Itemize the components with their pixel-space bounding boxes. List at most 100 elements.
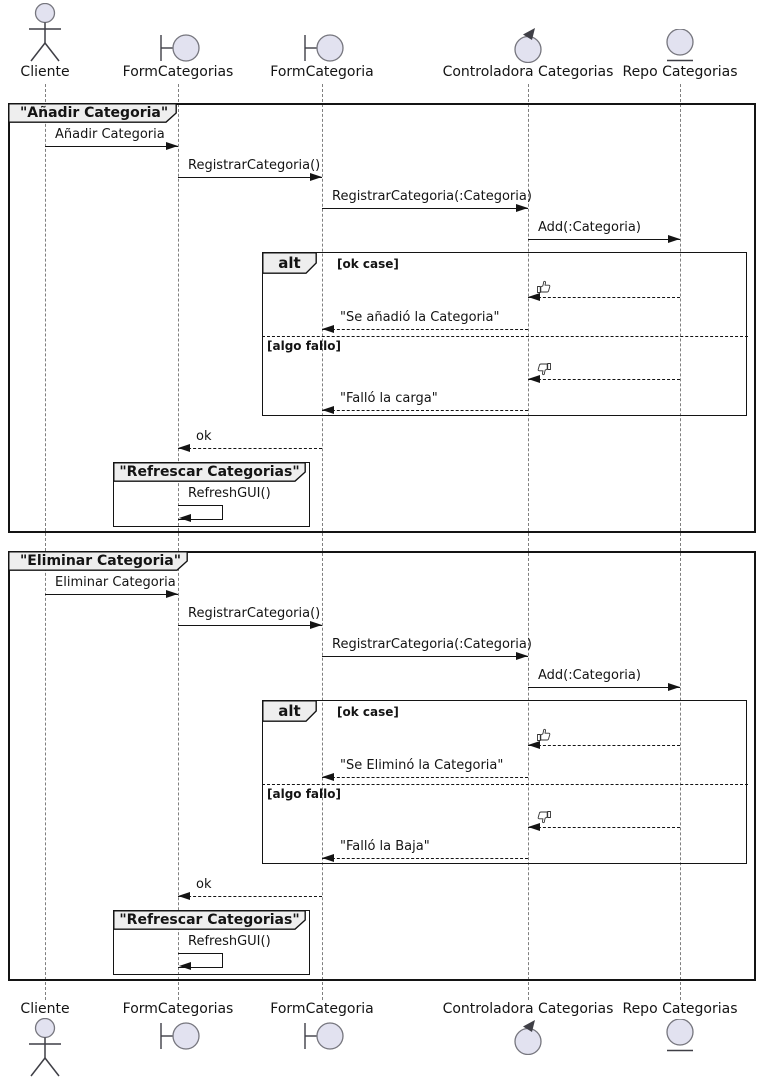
alt-operator-tab [262, 700, 317, 722]
message-line [322, 656, 528, 657]
alt-frame [262, 252, 747, 416]
lifeline-form-categorias [177, 84, 179, 1000]
arrowhead [528, 823, 540, 831]
section-frame-tab [8, 551, 188, 571]
arrowhead [528, 741, 540, 749]
actor-icon [23, 1017, 67, 1082]
boundary-icon [300, 33, 344, 67]
message-line [322, 410, 528, 411]
participant-label-form-categorias: FormCategorias [122, 1001, 234, 1017]
message-label: "Falló la carga" [340, 391, 438, 406]
entity-icon [662, 28, 698, 67]
arrowhead [668, 235, 680, 243]
arrowhead [668, 683, 680, 691]
message-label: "Falló la Baja" [340, 839, 430, 854]
message-line [528, 827, 680, 828]
arrowhead [179, 962, 191, 970]
message-line [322, 777, 528, 778]
participant-label-repo-categorias: Repo Categorias [622, 64, 738, 80]
alt-frame [262, 700, 747, 864]
message-line [528, 745, 680, 746]
lifeline-repo-categorias [679, 84, 681, 1000]
section-title: "Añadir Categoria" [20, 105, 169, 121]
message-label: Add(:Categoria) [538, 668, 641, 683]
section-frame [8, 551, 756, 981]
message-label: ok [196, 429, 212, 444]
participant-label-form-categorias: FormCategorias [122, 64, 234, 80]
arrowhead [310, 173, 322, 181]
message-line [322, 858, 528, 859]
alt-divider [262, 336, 748, 337]
participant-label-controladora-categorias: Controladora Categorias [442, 1001, 614, 1017]
arrowhead [310, 621, 322, 629]
alt-operator-tab [262, 252, 317, 274]
arrowhead [322, 325, 334, 333]
self-message-line [178, 953, 223, 968]
thumbs-up-icon [536, 279, 552, 299]
section-frame-tab [8, 103, 177, 123]
message-label: RefreshGUI() [188, 486, 271, 501]
lifeline-controladora-categorias [527, 84, 529, 1000]
arrowhead [322, 854, 334, 862]
alt-guard-label: [ok case] [337, 705, 399, 719]
arrowhead [516, 652, 528, 660]
alt-operator-label: alt [278, 254, 301, 272]
participant-label-form-categoria: FormCategoria [270, 1001, 374, 1017]
arrowhead [528, 375, 540, 383]
message-line [178, 625, 322, 626]
arrowhead [178, 444, 190, 452]
message-line [528, 239, 680, 240]
arrowhead [516, 204, 528, 212]
control-icon [510, 1019, 546, 1059]
message-label: RegistrarCategoria(:Categoria) [332, 637, 532, 652]
message-line [528, 379, 680, 380]
ref-frame-tab [113, 462, 306, 482]
boundary-icon [156, 1021, 200, 1055]
message-line [528, 297, 680, 298]
thumbs-up-icon [536, 727, 552, 747]
message-line [45, 146, 178, 147]
message-label: RegistrarCategoria() [188, 606, 321, 621]
control-icon [510, 27, 546, 67]
lifeline-form-categoria [321, 84, 323, 1000]
message-line [45, 594, 178, 595]
boundary-icon [300, 1021, 344, 1055]
arrowhead [322, 773, 334, 781]
message-label: "Se Eliminó la Categoria" [340, 758, 504, 773]
message-label: "Se añadió la Categoria" [340, 310, 500, 325]
message-line [528, 687, 680, 688]
self-message-line [178, 505, 223, 520]
section-frame [8, 103, 756, 533]
arrowhead [178, 892, 190, 900]
message-label: RefreshGUI() [188, 934, 271, 949]
message-line [178, 448, 322, 449]
ref-frame-tab [113, 910, 306, 930]
message-label: ok [196, 877, 212, 892]
message-label: RegistrarCategoria() [188, 158, 321, 173]
message-label: Añadir Categoria [55, 127, 165, 142]
arrowhead [166, 142, 178, 150]
message-line [322, 208, 528, 209]
thumbs-down-icon [536, 361, 552, 381]
alt-guard-label: [algo fallo] [267, 787, 341, 801]
arrowhead [528, 293, 540, 301]
message-line [178, 177, 322, 178]
thumbs-down-icon [536, 809, 552, 829]
arrowhead [179, 514, 191, 522]
participant-label-repo-categorias: Repo Categorias [622, 1001, 738, 1017]
ref-frame-title: "Refrescar Categorias" [119, 912, 300, 928]
message-label: Add(:Categoria) [538, 220, 641, 235]
arrowhead [166, 590, 178, 598]
section-title: "Eliminar Categoria" [20, 553, 182, 569]
message-label: Eliminar Categoria [55, 575, 176, 590]
alt-guard-label: [ok case] [337, 257, 399, 271]
actor-icon [23, 2, 67, 67]
participant-label-cliente: Cliente [20, 64, 70, 80]
alt-operator-label: alt [278, 702, 301, 720]
alt-guard-label: [algo fallo] [267, 339, 341, 353]
arrowhead [322, 406, 334, 414]
message-label: RegistrarCategoria(:Categoria) [332, 189, 532, 204]
participant-label-cliente: Cliente [20, 1001, 70, 1017]
lifeline-cliente [44, 84, 46, 1000]
